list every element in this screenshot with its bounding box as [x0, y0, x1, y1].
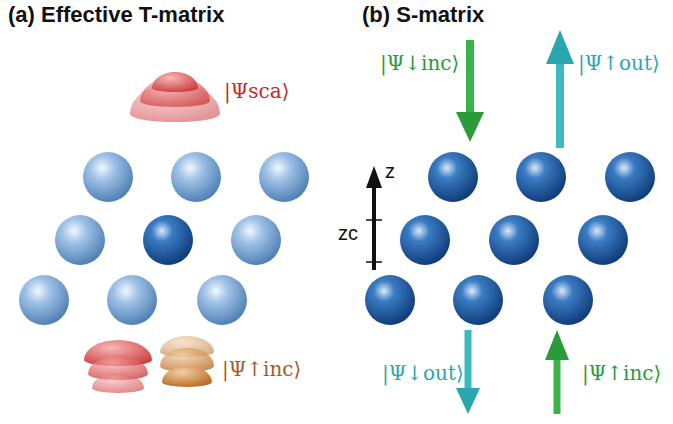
incident-up-arrow — [545, 330, 569, 414]
sphere-lattice-a — [19, 152, 309, 325]
state-label: |Ψ↓out⟩ — [382, 362, 464, 385]
incident-wave-red — [84, 340, 152, 393]
panel-heading: (b) S-matrix — [362, 2, 484, 27]
state-label: |Ψsca⟩ — [224, 80, 289, 103]
z-axis — [366, 166, 382, 270]
panel-heading: (a) Effective T-matrix — [8, 2, 224, 27]
outgoing-up-arrow — [546, 30, 574, 148]
state-label: |Ψ↓inc⟩ — [380, 52, 459, 75]
state-label: |Ψ↑inc⟩ — [582, 362, 661, 385]
incident-wave-orange — [160, 336, 214, 387]
axis-label: zc — [338, 222, 358, 245]
state-label: |Ψ↑inc⟩ — [222, 358, 301, 381]
state-label: |Ψ↑out⟩ — [578, 52, 660, 75]
scattered-wave — [130, 72, 220, 122]
incident-down-arrow — [456, 40, 484, 142]
axis-label: z — [385, 160, 395, 183]
sphere-lattice-b — [365, 152, 655, 325]
